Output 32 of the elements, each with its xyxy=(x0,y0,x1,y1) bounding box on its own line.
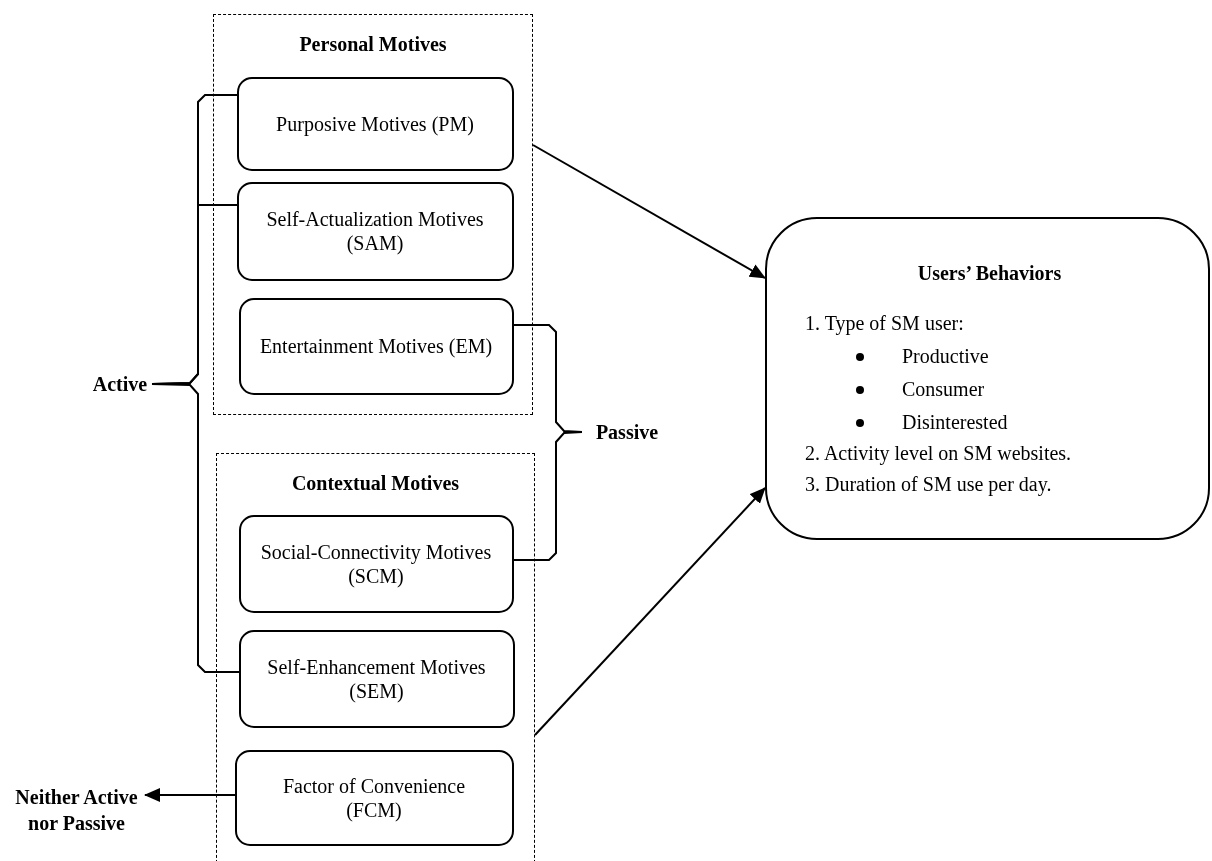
brace-line xyxy=(151,383,240,673)
box-label: Self-Enhancement Motives (SEM) xyxy=(266,654,487,703)
dashed-group-frame xyxy=(213,14,533,415)
group-heading: Personal Motives xyxy=(299,33,447,56)
box-label: Entertainment Motives (EM) xyxy=(259,334,493,358)
motive-box xyxy=(238,514,514,613)
card-heading: Users’ Behaviors xyxy=(916,261,1063,285)
motive-box xyxy=(236,76,514,171)
numbered-item: 3. Duration of SM use per day. xyxy=(805,472,1052,496)
numbered-item: 1. Type of SM user: xyxy=(805,311,964,335)
arrow xyxy=(144,788,236,802)
box-label: Factor of Convenience (FCM) xyxy=(281,773,467,822)
motive-box xyxy=(236,181,514,281)
list-item: Productive xyxy=(902,344,989,368)
motive-box xyxy=(238,629,515,728)
category-label: Active xyxy=(88,370,152,398)
arrow xyxy=(532,144,766,279)
numbered-item: 2. Activity level on SM websites. xyxy=(805,441,1072,465)
category-label: Neither Active nor Passive xyxy=(8,768,145,852)
arrow xyxy=(534,487,766,736)
motive-box xyxy=(238,297,514,395)
list-item: Consumer xyxy=(902,377,985,401)
category-label: Passive xyxy=(582,418,672,446)
list-item: Disinterested xyxy=(902,410,1008,434)
motive-box xyxy=(234,749,514,846)
brace-line xyxy=(513,431,583,561)
group-heading: Contextual Motives xyxy=(291,472,460,495)
behaviors-card xyxy=(765,217,1210,540)
dashed-group-frame xyxy=(216,453,535,861)
box-label: Social-Connectivity Motives (SCM) xyxy=(259,539,493,588)
box-label: Self-Actualization Motives (SAM) xyxy=(265,207,485,255)
box-label: Purposive Motives (PM) xyxy=(276,111,474,136)
